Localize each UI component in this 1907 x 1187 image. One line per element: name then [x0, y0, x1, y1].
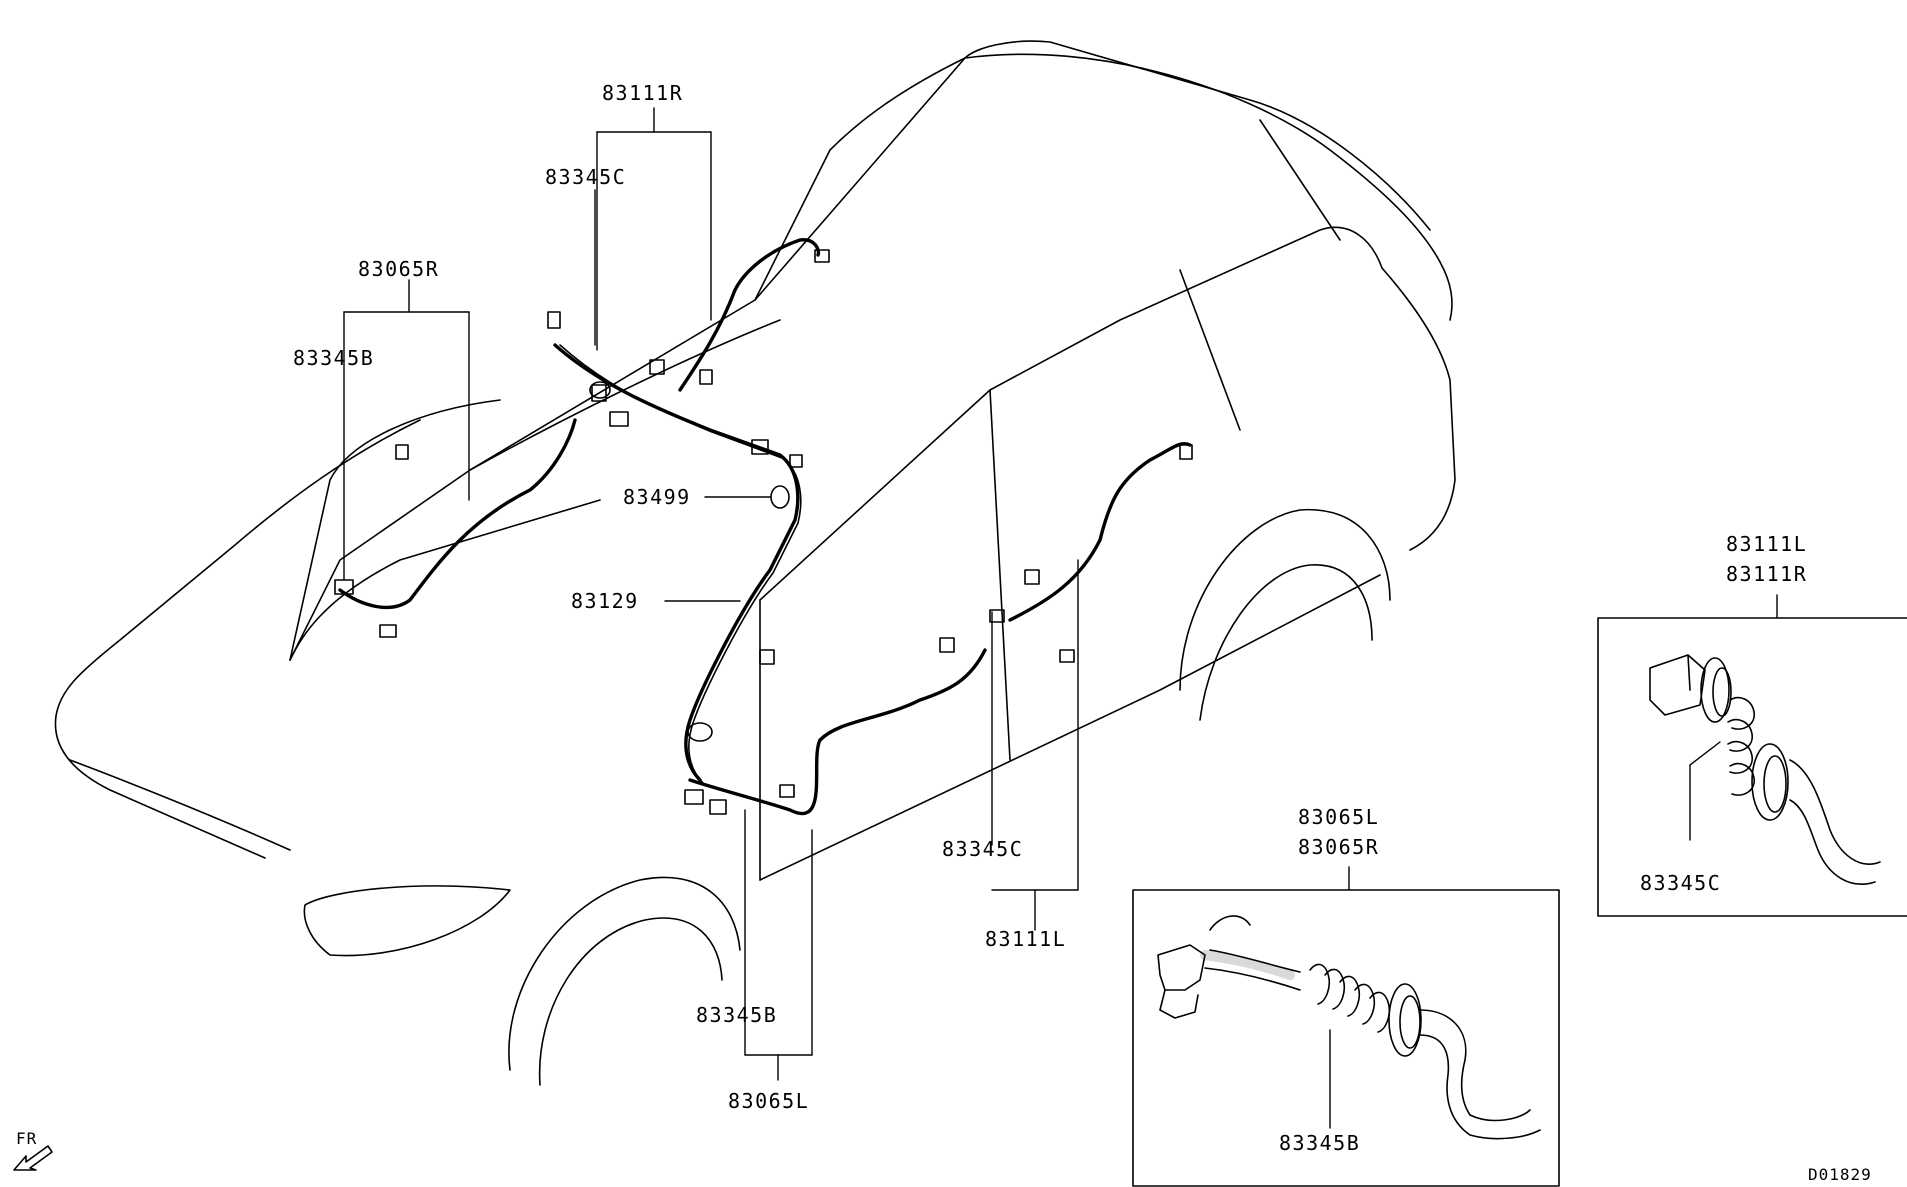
detail-box-grommet-83345c	[1598, 618, 1907, 916]
leader-lines	[344, 108, 1777, 1080]
front-direction-label: FR	[16, 1129, 38, 1148]
front-direction-arrow-icon	[14, 1146, 52, 1170]
label-83065r-left: 83065R	[358, 257, 440, 281]
label-83111l-mid: 83111L	[985, 927, 1067, 951]
connector-shapes	[335, 250, 1192, 814]
label-83345b-left: 83345B	[293, 346, 375, 370]
label-83129: 83129	[571, 589, 639, 613]
detail2-title-83111r: 83111R	[1726, 562, 1808, 586]
label-83065l-bottom: 83065L	[728, 1089, 810, 1113]
wiring-harness-routes	[340, 240, 1190, 814]
detail1-title-83065r: 83065R	[1298, 835, 1380, 859]
vehicle-body-outline	[55, 41, 1455, 1085]
label-83345c-top: 83345C	[545, 165, 627, 189]
detail1-title-83065l: 83065L	[1298, 805, 1380, 829]
detail2-part-83345c: 83345C	[1640, 871, 1722, 895]
label-83345c-mid: 83345C	[942, 837, 1024, 861]
label-83345b-bottom: 83345B	[696, 1003, 778, 1027]
detail-box-grommet-83345b	[1133, 890, 1559, 1186]
detail2-title-83111l: 83111L	[1726, 532, 1808, 556]
drawing-number: D01829	[1808, 1165, 1872, 1184]
detail1-part-83345b: 83345B	[1279, 1131, 1361, 1155]
label-83499: 83499	[623, 485, 691, 509]
label-83111r-top: 83111R	[602, 81, 684, 105]
